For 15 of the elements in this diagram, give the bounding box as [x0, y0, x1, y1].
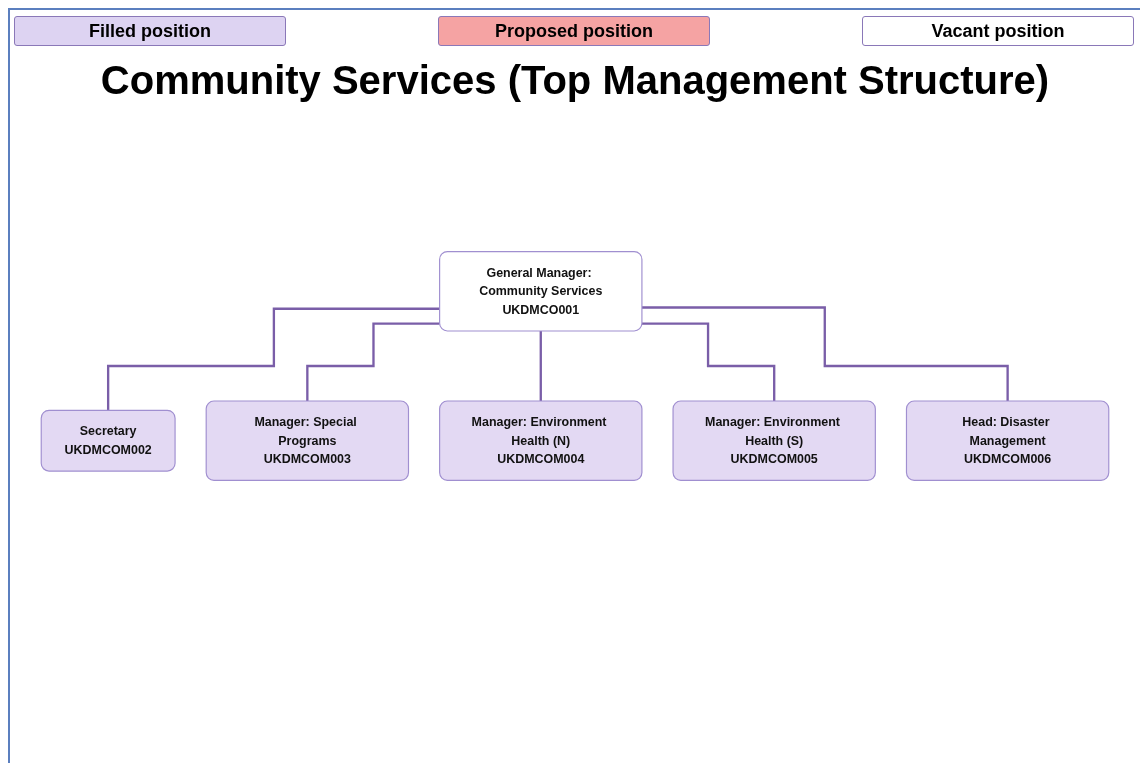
- connector: [641, 322, 776, 403]
- node-box: Manager: Environment Health (S) UKDMCOM005: [672, 400, 876, 481]
- title: Community Services (Top Management Structure): [99, 57, 1051, 104]
- node-box: Secretary UKDMCOM002: [40, 409, 176, 472]
- node-box: Manager: Environment Health (N) UKDMCOM004: [439, 400, 643, 481]
- node-box: Manager: Special Programs UKDMCOM003: [205, 400, 410, 481]
- connector: [641, 306, 1009, 403]
- legend-swatch: Filled position: [14, 16, 286, 46]
- connector: [539, 329, 542, 403]
- connector: [306, 322, 440, 403]
- legend-swatch: Vacant position: [862, 16, 1134, 46]
- connector: [107, 307, 440, 412]
- node-box: General Manager: Community Services UKDMCO001: [439, 251, 643, 332]
- legend-swatch: Proposed position: [438, 16, 710, 46]
- node-box: Head: Disaster Management UKDMCOM006: [905, 400, 1110, 481]
